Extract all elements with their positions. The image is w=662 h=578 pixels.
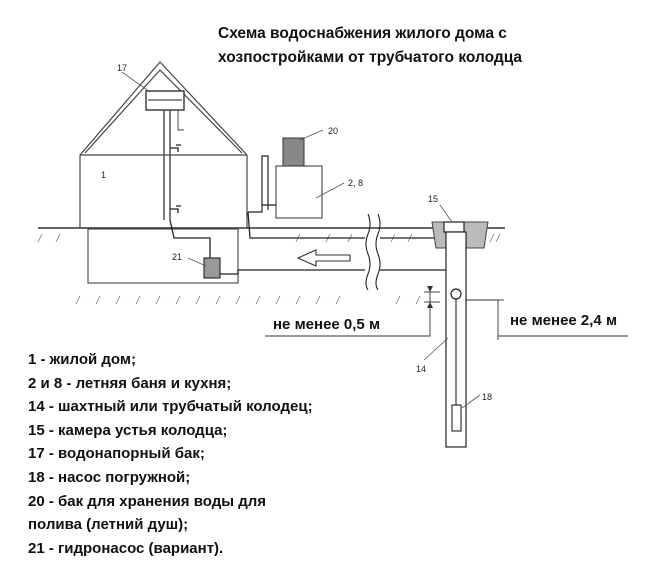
legend-item: 18 - насос погружной; <box>28 468 191 486</box>
legend-item: 20 - бак для хранения воды для <box>28 492 267 510</box>
legend-item: 2 и 8 - летняя баня и кухня; <box>28 374 232 392</box>
storage-tank-20 <box>282 137 305 167</box>
leader-17 <box>121 71 151 93</box>
callout-20: 20 <box>328 126 338 136</box>
legend-item: 17 - водонапорный бак; <box>28 445 205 463</box>
legend-item: 1 - жилой дом; <box>28 351 136 368</box>
kitchen-riser <box>261 155 269 210</box>
leader-14 <box>423 337 449 361</box>
distance-label: не менее 2,4 м <box>510 312 618 329</box>
summer-kitchen-2-8 <box>275 165 323 219</box>
leader-20 <box>299 129 324 141</box>
dimension-arrows <box>427 286 433 308</box>
kitchen-pipe <box>248 204 276 213</box>
house-pipe <box>169 219 211 258</box>
depth-label: не менее 0,5 м <box>273 316 381 333</box>
dimension-lines <box>265 290 628 340</box>
title-line-2: хозпостройками от трубчатого колодца <box>218 49 523 66</box>
legend: 1 - жилой дом; 2 и 8 - летняя баня и кух… <box>28 348 313 560</box>
upper-pipe <box>247 211 365 239</box>
callout-1: 1 <box>101 170 106 180</box>
supply-pipe <box>220 269 365 275</box>
legend-item: полива (летний душ); <box>28 516 189 534</box>
callout-2-8: 2, 8 <box>348 178 363 188</box>
basement <box>87 228 239 284</box>
tap-icons <box>170 144 181 213</box>
water-tank-17 <box>145 90 185 220</box>
leader-15 <box>439 204 453 223</box>
legend-item: 15 - камера устья колодца; <box>28 421 228 439</box>
leader-2-8 <box>315 182 345 199</box>
callout-15: 15 <box>428 194 438 204</box>
callout-17: 17 <box>117 63 127 73</box>
hydro-pump-21 <box>203 257 221 279</box>
callout-14: 14 <box>416 364 426 374</box>
leader-18 <box>461 394 481 409</box>
title-line-1: Схема водоснабжения жилого дома с <box>218 25 507 42</box>
callout-18: 18 <box>482 392 492 402</box>
pipe-break <box>365 213 381 291</box>
ground-hatching <box>37 233 501 305</box>
flow-arrow <box>296 249 351 267</box>
leader-21 <box>187 257 207 267</box>
submersible-pump-18 <box>451 404 462 432</box>
legend-item: 14 - шахтный или трубчатый колодец; <box>28 398 313 416</box>
callout-21: 21 <box>172 252 182 262</box>
diagram-title: Схема водоснабжения жилого дома с хозпос… <box>218 22 638 70</box>
legend-item: 21 - гидронасос (вариант). <box>28 539 224 557</box>
